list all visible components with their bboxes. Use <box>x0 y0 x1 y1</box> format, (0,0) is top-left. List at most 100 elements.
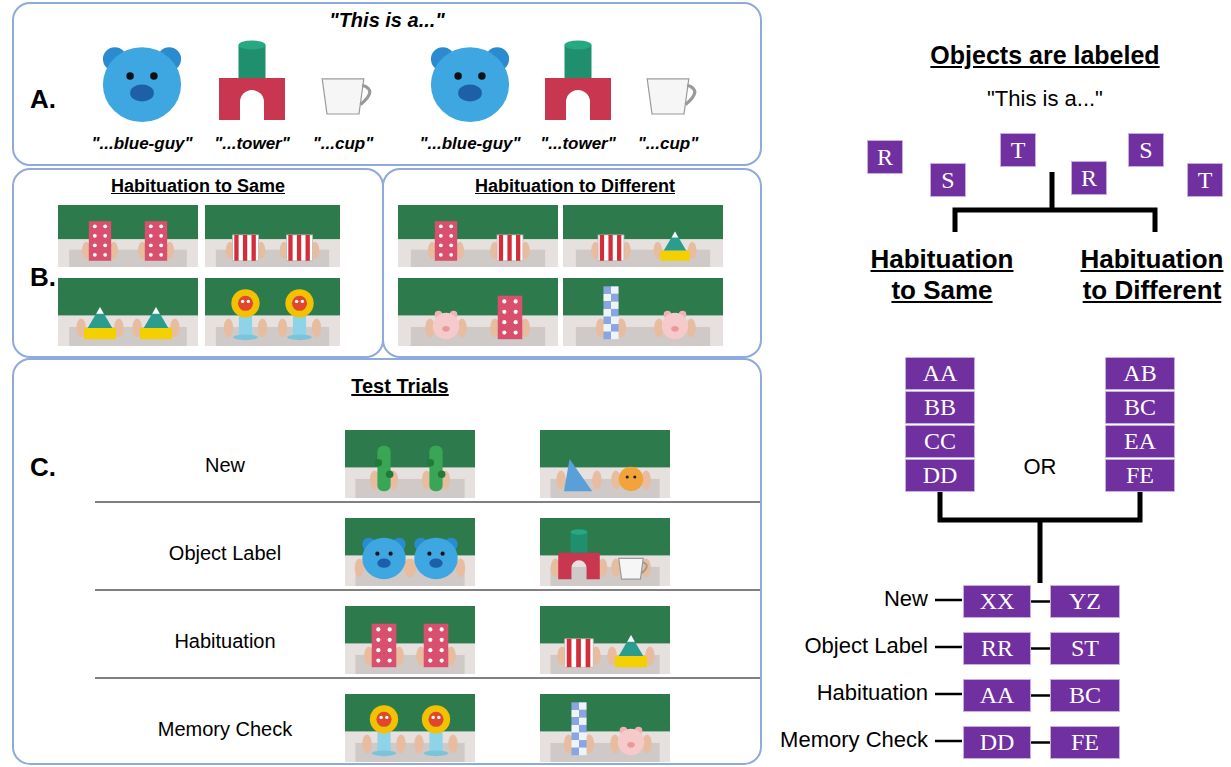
striped-box <box>233 235 259 261</box>
block-dot <box>439 224 443 228</box>
checker-column <box>571 748 579 756</box>
leader-line <box>935 693 962 696</box>
photo-cloth <box>563 239 723 267</box>
box-letters: S <box>1139 136 1152 165</box>
block-dot <box>159 243 163 247</box>
block-dot <box>502 310 506 314</box>
tower-arch <box>558 553 600 579</box>
checker-column <box>603 294 611 302</box>
figure-label: Habituation <box>817 680 928 706</box>
pink-pig <box>618 729 644 755</box>
panel-box: Habituation to Different <box>382 168 762 358</box>
teal-triangle <box>88 307 113 328</box>
flower-face <box>292 296 307 311</box>
letter-box: FE <box>1105 459 1175 492</box>
block-dot <box>449 234 453 238</box>
letter-box: DD <box>905 459 975 492</box>
block-dot <box>376 648 380 652</box>
pig-snout <box>671 326 679 332</box>
block-dot <box>502 331 506 335</box>
photo-cloth <box>58 315 198 346</box>
hand <box>224 318 233 337</box>
photo-wall <box>540 606 670 674</box>
photo-wall <box>58 205 198 267</box>
flower-face <box>238 296 253 311</box>
block-dot <box>103 224 107 228</box>
box-stripe <box>499 235 503 261</box>
photo-wall <box>345 518 475 586</box>
hand <box>556 470 565 489</box>
figure-label: Habituation to Different <box>1072 244 1231 306</box>
photo-cloth <box>205 239 340 267</box>
hand <box>258 318 267 337</box>
toy-nose <box>130 85 154 102</box>
leader-line <box>935 646 962 649</box>
photo-cloth <box>205 315 340 346</box>
figure-label: Objects are labeled <box>930 40 1159 70</box>
block-dot <box>439 253 443 257</box>
photo-cloth <box>58 239 198 267</box>
photo-cloth <box>345 643 475 674</box>
letter-box: RR <box>963 632 1031 665</box>
letter-box: CC <box>905 425 975 458</box>
box-letters: AA <box>923 359 958 388</box>
box-stripe <box>600 235 604 261</box>
connector <box>1031 695 1050 696</box>
bracket-stem <box>1050 172 1055 210</box>
box-letters: YZ <box>1069 587 1101 616</box>
ball-eye <box>626 476 629 479</box>
block-dot <box>440 648 444 652</box>
letter-box: ST <box>1050 632 1120 665</box>
letter-box: BC <box>1050 679 1120 712</box>
teal-triangle <box>619 635 644 656</box>
block-dot <box>428 648 432 652</box>
triangle-tip <box>672 232 679 238</box>
connector <box>1031 601 1050 602</box>
figure-label: "This is a..." <box>987 86 1103 112</box>
box-letters: AB <box>1123 359 1156 388</box>
box-letters: FE <box>1126 461 1154 490</box>
letter-box: T <box>1000 133 1036 167</box>
block-dot <box>376 659 380 663</box>
letter-box: FE <box>1050 726 1120 759</box>
photo-wall <box>205 278 340 346</box>
checker-column <box>603 317 611 325</box>
photo-cloth <box>540 643 670 674</box>
panel-text: Test Trials <box>351 374 448 398</box>
block-dot <box>103 243 107 247</box>
cup-handle <box>641 562 646 573</box>
connector-line <box>1031 741 1050 744</box>
block-dot <box>388 648 392 652</box>
photo-cloth <box>398 239 558 267</box>
dotted-block <box>89 221 111 261</box>
striped-box <box>565 639 593 667</box>
block-dot <box>440 638 444 642</box>
checker-column <box>579 748 587 756</box>
box-stripe <box>608 235 612 261</box>
box-letters: BC <box>1069 681 1101 710</box>
checker-column <box>579 740 587 748</box>
box-stripe <box>297 235 301 261</box>
figure-label: Memory Check <box>780 727 928 753</box>
letter-box: AB <box>1105 357 1175 390</box>
leader-line <box>935 740 962 743</box>
cup <box>322 79 364 114</box>
connector-line <box>1031 600 1050 603</box>
yellow-base <box>84 328 116 339</box>
checker-column <box>611 294 619 302</box>
bracket <box>955 210 1155 232</box>
box-stripe <box>234 235 238 261</box>
panel-text: Memory Check <box>158 717 292 741</box>
figure-label: Object Label <box>804 633 928 659</box>
photo-wall <box>540 518 670 586</box>
green-toy <box>377 446 390 491</box>
toy-eye <box>126 72 133 79</box>
connector-line <box>1031 647 1050 650</box>
panel-text: A. <box>30 84 56 115</box>
checker-column <box>571 725 579 733</box>
box-letters: CC <box>924 427 956 456</box>
checker-column <box>571 710 579 718</box>
checker-column <box>579 717 587 725</box>
photo-cloth <box>345 731 475 762</box>
photo-cloth <box>540 731 670 762</box>
